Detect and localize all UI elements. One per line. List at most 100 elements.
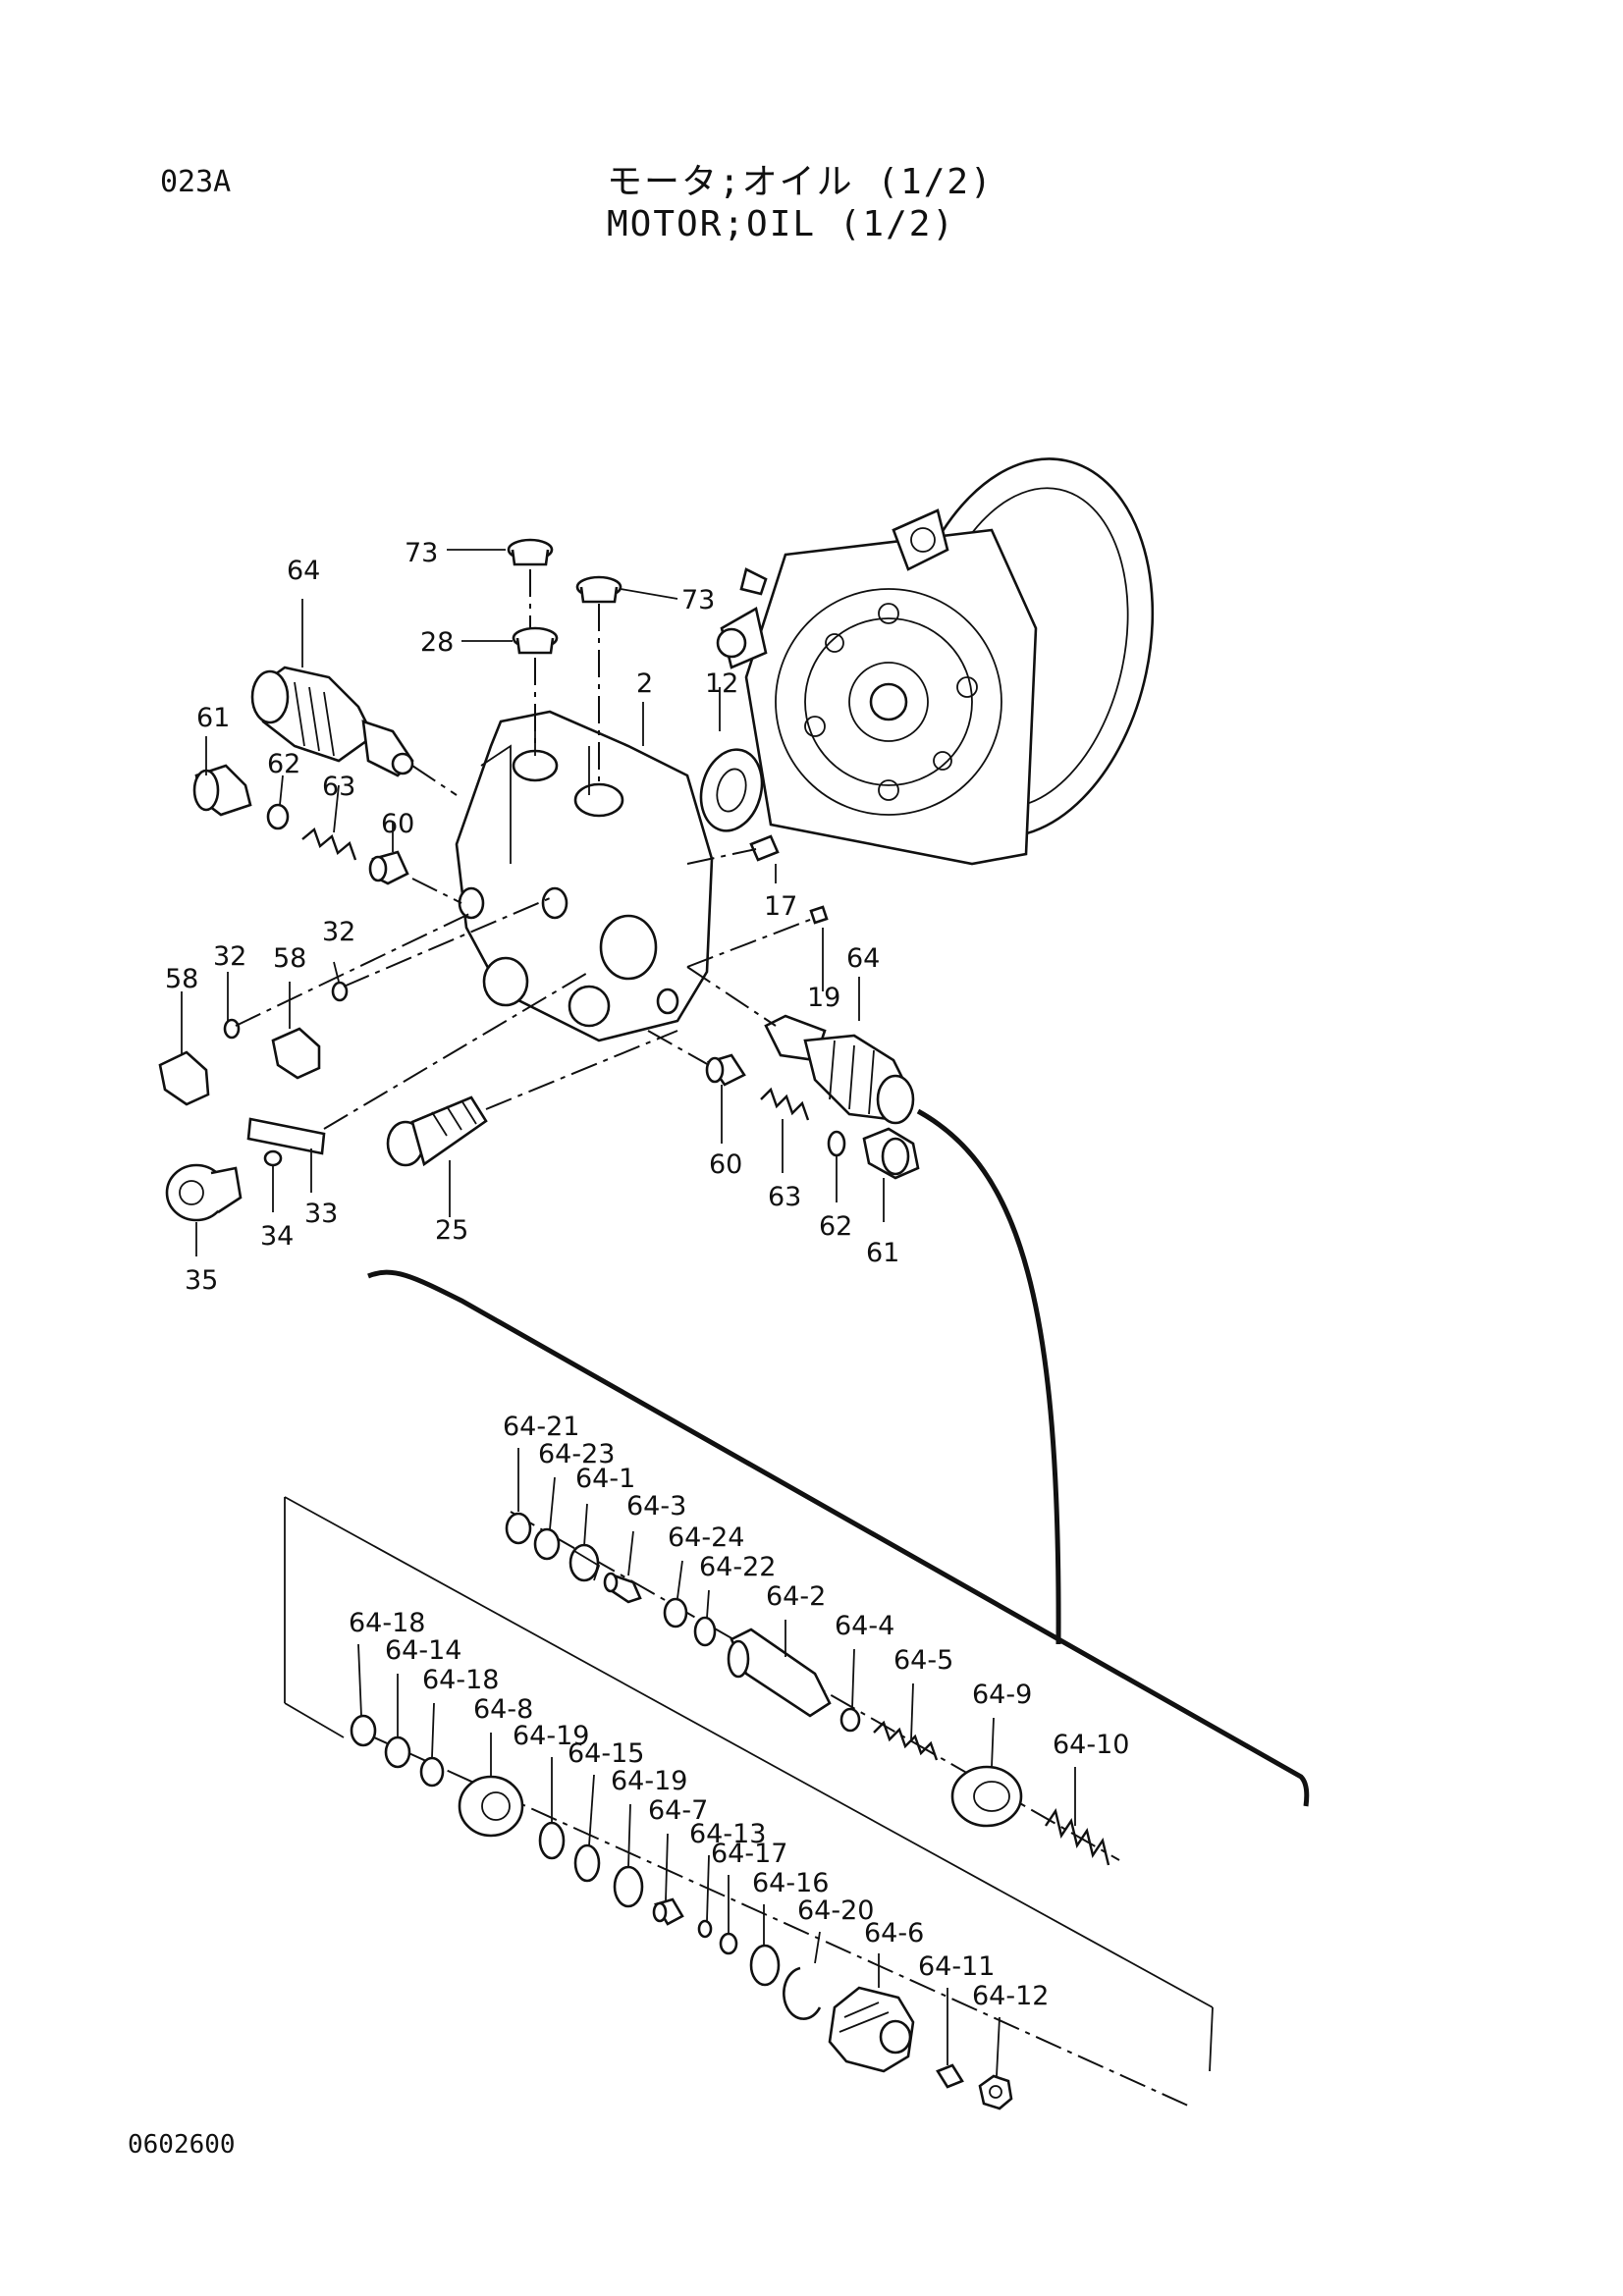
relief-valve-64-right-drawing — [764, 1014, 915, 1125]
detail-boundary-line — [367, 1269, 1310, 1807]
leader-lines-bottom — [357, 1448, 1076, 2077]
leader-lines-top — [181, 549, 885, 1256]
plug-58-inner-drawing — [271, 1027, 321, 1080]
callout-64-23: 64-23 — [538, 1439, 615, 1469]
bearing-12-drawing — [699, 748, 764, 832]
socket-bolt-25-drawing — [386, 1095, 488, 1167]
screw-34-drawing — [263, 1149, 283, 1167]
o-ring-64-15 — [573, 1843, 601, 1883]
callout-64-21: 64-21 — [503, 1412, 579, 1442]
page-code: 023A — [160, 165, 232, 199]
plug-61-left-drawing — [192, 764, 252, 817]
callout-73-left: 73 — [405, 538, 438, 568]
callout-64-18-outer: 64-18 — [349, 1608, 425, 1638]
callout-19: 19 — [807, 983, 840, 1013]
callout-64-19-outer: 64-19 — [513, 1721, 589, 1751]
poppet-64-3-drawing — [603, 1572, 642, 1604]
callout-64-7: 64-7 — [648, 1795, 708, 1826]
callout-64-12: 64-12 — [972, 1981, 1049, 2011]
ring-64-19-inner — [613, 1865, 644, 1908]
callout-33: 33 — [304, 1199, 338, 1229]
callout-64-2: 64-2 — [766, 1581, 826, 1612]
spring-64-10-drawing — [1045, 1808, 1110, 1866]
ring-64-24 — [663, 1597, 688, 1629]
callout-12: 12 — [705, 668, 738, 699]
ring-64-23 — [533, 1527, 561, 1561]
drawing-number: 0602600 — [128, 2130, 236, 2160]
ring-64-4 — [839, 1707, 861, 1733]
callout-64-top: 64 — [287, 556, 320, 586]
callout-64-22: 64-22 — [699, 1552, 776, 1582]
plug-28-drawing — [512, 626, 559, 655]
spring-64-5-drawing — [873, 1720, 939, 1761]
detail-connector-curve — [916, 1108, 1061, 1645]
callout-32-outer: 32 — [213, 941, 246, 972]
diagram-title-english: MOTOR;OIL (1/2) — [607, 204, 956, 244]
callout-64-4: 64-4 — [835, 1611, 894, 1641]
ring-64-19-outer — [538, 1821, 566, 1860]
callout-64-11: 64-11 — [918, 1951, 995, 1982]
callout-64-16: 64-16 — [752, 1868, 829, 1898]
snap-ring-64-20 — [783, 1966, 822, 2020]
callout-64-13: 64-13 — [689, 1819, 766, 1849]
callout-63-left: 63 — [322, 772, 355, 802]
o-ring-64-22 — [693, 1616, 717, 1647]
sleeve-64-9-drawing — [950, 1765, 1023, 1828]
callout-60-right: 60 — [709, 1149, 742, 1180]
motor-housing-drawing — [716, 457, 1155, 866]
callout-62-right: 62 — [819, 1211, 852, 1242]
callout-35: 35 — [185, 1265, 218, 1296]
plug-58-outer-drawing — [158, 1050, 210, 1106]
callout-64-1: 64-1 — [575, 1464, 635, 1494]
plug-73-left-drawing — [507, 538, 554, 566]
plug-73-right-drawing — [575, 575, 622, 604]
callout-62-left: 62 — [267, 749, 300, 779]
o-ring-32-inner — [331, 981, 349, 1002]
diagram-title-japanese: モータ;オイル (1/2) — [607, 162, 994, 202]
ring-64-18-inner — [419, 1756, 445, 1788]
spring-63-right-drawing — [760, 1087, 810, 1121]
o-ring-62-left — [266, 803, 290, 830]
callout-61-left: 61 — [196, 703, 230, 733]
callout-64-17: 64-17 — [711, 1839, 787, 1869]
o-ring-32-outer — [223, 1018, 241, 1040]
callout-32-inner: 32 — [322, 917, 355, 947]
cap-64-6-drawing — [828, 1986, 915, 2073]
nut-64-12-drawing — [978, 2074, 1013, 2110]
o-ring-64-14 — [384, 1735, 411, 1769]
ring-64-17 — [719, 1932, 738, 1955]
callout-60-left: 60 — [381, 809, 414, 839]
o-ring-62-right — [827, 1130, 846, 1157]
callout-64-18-inner: 64-18 — [422, 1665, 499, 1695]
poppet-60-right-drawing — [705, 1053, 746, 1087]
callout-64-19-inner: 64-19 — [611, 1766, 687, 1796]
callout-73-right: 73 — [681, 585, 715, 615]
callout-64-14: 64-14 — [385, 1635, 461, 1666]
pin-17-drawing — [749, 834, 780, 862]
callout-64-8: 64-8 — [473, 1694, 533, 1725]
plug-35-drawing — [165, 1163, 243, 1222]
valve-body-drawing — [455, 707, 714, 1042]
plug-64-7-drawing — [652, 1897, 684, 1926]
callout-64-10: 64-10 — [1053, 1730, 1129, 1760]
spring-63-left-drawing — [301, 827, 357, 861]
callout-64-3: 64-3 — [626, 1491, 686, 1522]
piston-64-2-drawing — [727, 1628, 832, 1718]
plug-61-right-drawing — [862, 1127, 920, 1180]
callout-64-5: 64-5 — [893, 1645, 953, 1676]
callout-28: 28 — [420, 627, 454, 658]
o-ring-64-16 — [749, 1944, 781, 1987]
callout-64-right: 64 — [846, 943, 880, 974]
callout-63-right: 63 — [768, 1182, 801, 1212]
poppet-60-left-drawing — [368, 850, 409, 885]
pin-19-drawing — [809, 905, 829, 925]
callout-64-9: 64-9 — [972, 1680, 1032, 1710]
callout-64-24: 64-24 — [668, 1522, 744, 1553]
o-ring-64-13 — [697, 1919, 713, 1939]
ring-64-18-outer — [350, 1714, 377, 1747]
callout-61-right: 61 — [866, 1238, 899, 1268]
plate-33-drawing — [246, 1117, 326, 1155]
sleeve-64-8-drawing — [458, 1775, 524, 1838]
callout-25: 25 — [435, 1215, 468, 1246]
